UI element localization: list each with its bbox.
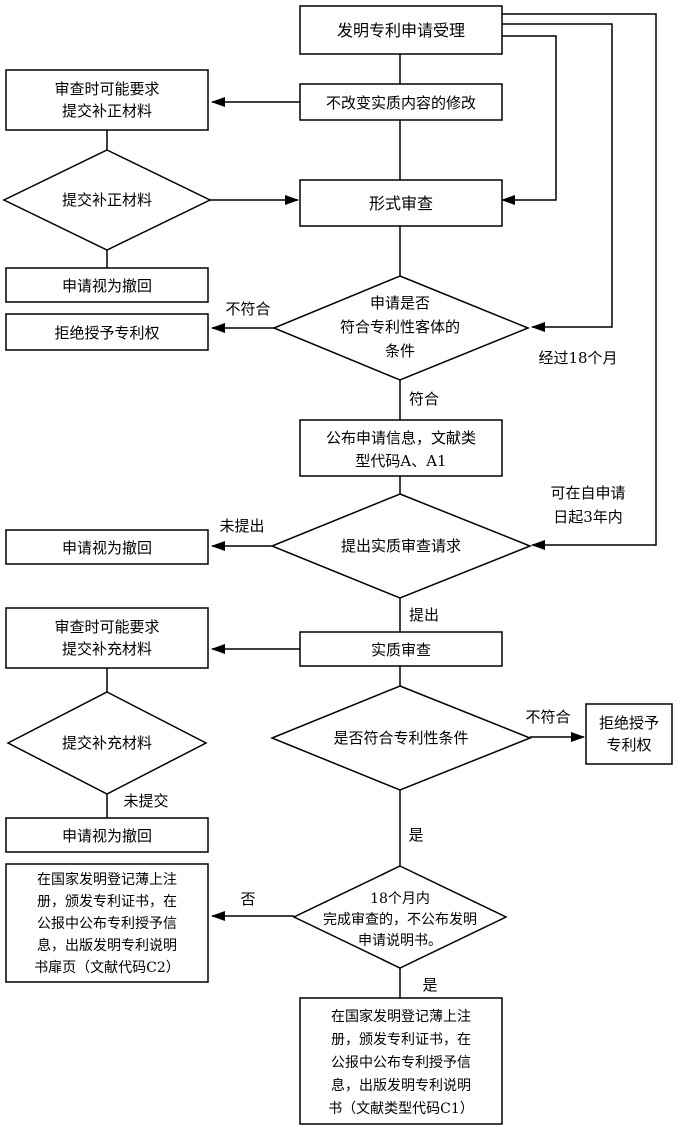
node-withdrawn-2-text: 申请视为撤回	[62, 539, 152, 557]
node-withdrawn-3: 申请视为撤回	[5, 817, 209, 853]
node-accept: 发明专利申请受理	[299, 5, 503, 55]
decision-patentability: 是否符合专利性条件	[270, 685, 533, 791]
node-formal-request-corrections: 审查时可能要求 提交补正材料	[5, 69, 209, 131]
decision-request-substantive-text: 提出实质审查请求	[341, 537, 461, 555]
node-refuse-2: 拒绝授予 专利权	[585, 703, 673, 765]
node-substantive-request-text-1: 审查时可能要求	[54, 618, 159, 636]
label-after-18-months: 经过18个月	[538, 349, 617, 367]
label-not-submitted-1: 未提出	[219, 517, 264, 535]
node-accept-text: 发明专利申请受理	[337, 21, 465, 40]
node-refuse-1: 拒绝授予专利权	[5, 313, 209, 351]
node-grant-c2-text-4: 息，出版发明专利说明	[37, 937, 177, 954]
node-refuse-2-text-1: 拒绝授予	[599, 714, 659, 732]
connectors	[106, 13, 657, 998]
decision-submit-supplement-text: 提交补充材料	[62, 734, 152, 752]
decision-patentability-text: 是否符合专利性条件	[333, 729, 468, 747]
label-submitted: 提出	[409, 606, 439, 624]
node-grant-c1-text-2: 册，颁发专利证书，在	[331, 1032, 471, 1048]
decision-subject-check-text-1: 申请是否	[370, 294, 430, 312]
node-grant-c1: 在国家发明登记薄上注 册，颁发专利证书，在 公报中公布专利授予信 息，出版发明专…	[299, 997, 503, 1125]
node-grant-c2-text-3: 公报中公布专利授予信	[37, 916, 177, 932]
label-not-conform-1: 不符合	[225, 300, 270, 318]
label-yes-2: 是	[422, 976, 437, 994]
decision-subject-check: 申请是否 符合专利性客体的 条件	[272, 275, 530, 381]
decision-within-18-text-3: 申请说明书。	[358, 933, 442, 949]
node-withdrawn-2: 申请视为撤回	[5, 529, 209, 565]
decision-submit-correction-text: 提交补正材料	[62, 191, 152, 209]
label-not-conform-2: 不符合	[525, 708, 570, 726]
node-grant-c1-text-3: 公报中公布专利授予信	[331, 1055, 471, 1071]
node-grant-c1-text-5: 书（文献类型代码C1）	[328, 1101, 474, 1117]
node-grant-c2-text-1: 在国家发明登记薄上注	[37, 871, 177, 888]
decision-within-18-months: 18个月内 完成审查的，不公布发明 申请说明书。	[292, 865, 508, 969]
node-grant-c2-text-5: 书扉页（文献代码C2）	[34, 960, 180, 976]
node-non-substantive-amend-text: 不改变实质内容的修改	[326, 94, 476, 112]
node-grant-c2: 在国家发明登记薄上注 册，颁发专利证书，在 公报中公布专利授予信 息，出版发明专…	[5, 863, 209, 983]
node-formal-request-text-2: 提交补正材料	[62, 102, 152, 120]
node-grant-c1-text-4: 息，出版发明专利说明	[331, 1077, 471, 1094]
node-publish: 公布申请信息，文献类 型代码A、A1	[299, 419, 503, 477]
edge-labels: 不符合 符合 经过18个月 可在自申请 日起3年内 未提出 提出 不符合 未提交…	[123, 300, 625, 994]
label-not-submitted-2: 未提交	[123, 792, 168, 810]
label-conform: 符合	[409, 390, 439, 408]
node-substantive-request-supplements: 审查时可能要求 提交补充材料	[5, 607, 209, 669]
node-formal-exam-text: 形式审查	[369, 194, 433, 213]
node-formal-exam: 形式审查	[299, 179, 503, 227]
node-withdrawn-1-text: 申请视为撤回	[62, 277, 152, 295]
decision-submit-correction: 提交补正材料	[2, 149, 212, 251]
decision-within-18-text-1: 18个月内	[370, 891, 430, 907]
label-within-3-years-1: 可在自申请	[550, 484, 625, 502]
label-within-3-years-2: 日起3年内	[553, 508, 623, 526]
node-withdrawn-1: 申请视为撤回	[5, 267, 209, 303]
node-withdrawn-3-text: 申请视为撤回	[62, 827, 152, 845]
node-refuse-1-text: 拒绝授予专利权	[54, 324, 159, 342]
node-substantive-exam: 实质审查	[299, 631, 503, 667]
label-no: 否	[240, 890, 255, 908]
label-yes-1: 是	[408, 826, 423, 844]
decision-request-substantive: 提出实质审查请求	[270, 493, 533, 599]
node-substantive-exam-text: 实质审查	[371, 641, 431, 659]
node-grant-c1-text-1: 在国家发明登记薄上注	[331, 1008, 471, 1025]
decision-submit-supplement: 提交补充材料	[6, 691, 208, 795]
node-formal-request-text-1: 审查时可能要求	[54, 80, 159, 98]
node-grant-c2-text-2: 册，颁发专利证书，在	[37, 894, 177, 910]
node-publish-text-1: 公布申请信息，文献类	[326, 429, 476, 447]
node-refuse-2-text-2: 专利权	[606, 736, 651, 754]
node-non-substantive-amend: 不改变实质内容的修改	[299, 83, 503, 121]
node-substantive-request-text-2: 提交补充材料	[62, 640, 152, 658]
decision-subject-check-text-3: 条件	[385, 342, 415, 360]
decision-subject-check-text-2: 符合专利性客体的	[340, 318, 460, 336]
node-publish-text-2: 型代码A、A1	[355, 452, 446, 470]
decision-within-18-text-2: 完成审查的，不公布发明	[323, 912, 477, 928]
